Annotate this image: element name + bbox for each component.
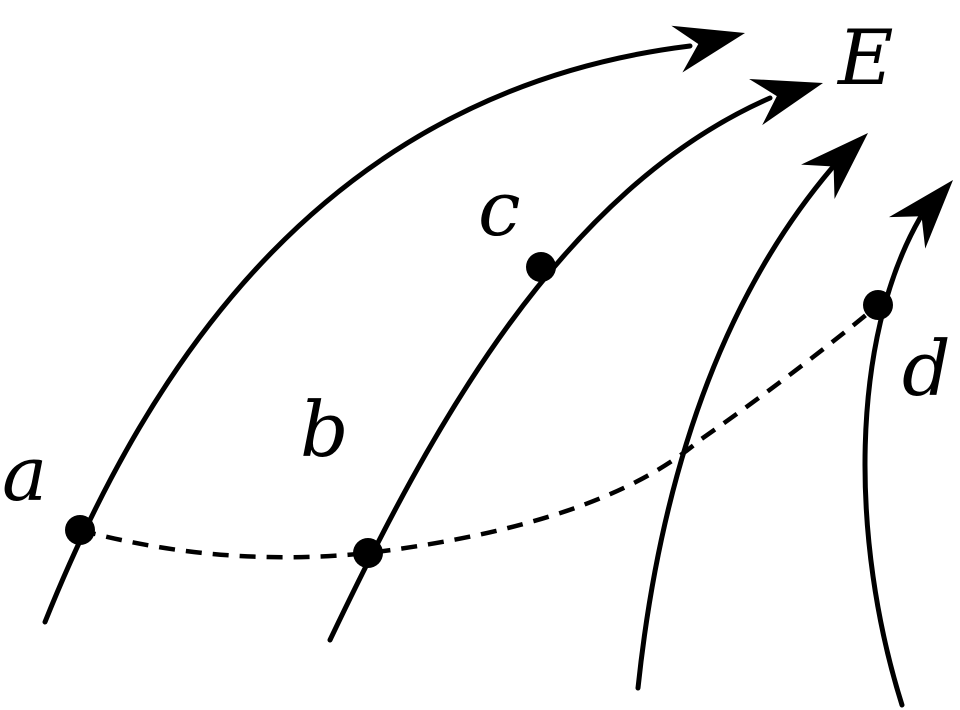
label-b: b (300, 385, 349, 474)
field-line-3 (635, 165, 835, 691)
label-c: c (478, 164, 521, 253)
point-d-dot (863, 290, 893, 320)
arrowhead-4 (888, 180, 953, 249)
point-c-dot (526, 252, 556, 282)
point-a-dot (65, 515, 95, 545)
label-field-E: E (836, 13, 893, 102)
equipotential-dashed-line (79, 303, 880, 560)
arrowhead-3 (801, 133, 868, 200)
label-a: a (2, 429, 47, 518)
field-line-4 (862, 215, 923, 708)
point-b-dot (353, 538, 383, 568)
field-line-1 (42, 43, 693, 625)
arrowhead-2 (749, 78, 823, 126)
arrowhead-1 (671, 25, 745, 73)
field-line-2 (327, 95, 773, 643)
label-d: d (902, 324, 951, 413)
